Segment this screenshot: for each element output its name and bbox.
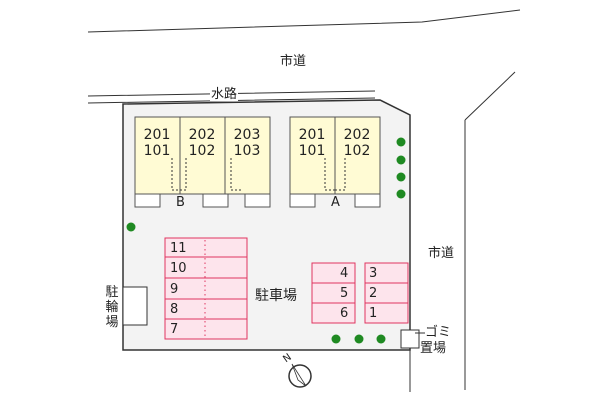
tree-icon: [376, 334, 386, 344]
building-a-unit-1: 201 101: [290, 127, 334, 159]
garbage-label-line2: 置場: [420, 341, 447, 356]
unit-upper: 201: [143, 127, 171, 143]
bicycle-label-char: 輪: [105, 300, 119, 315]
bicycle-label-char: 駐: [105, 285, 119, 300]
building-b-label: B: [176, 195, 185, 210]
parking-slot-label: 4: [340, 266, 349, 281]
unit-upper: 203: [233, 127, 261, 143]
tree-icon: [126, 222, 136, 232]
tree-icon: [354, 334, 364, 344]
bicycle-parking-label: 駐 輪 場: [104, 285, 120, 330]
road-right-edge: [464, 71, 516, 390]
parking-slot-label: 9: [170, 282, 179, 297]
building-b-unit-3: 203 103: [225, 127, 269, 159]
tree-icon: [331, 334, 341, 344]
tree-icon: [396, 137, 406, 147]
unit-upper: 201: [298, 127, 326, 143]
parking-right-block: [311, 262, 409, 324]
building-b-unit-2: 202 102: [180, 127, 224, 159]
trees: [126, 137, 406, 344]
tree-icon: [396, 155, 406, 165]
garbage-area: [400, 329, 420, 349]
unit-lower: 101: [298, 143, 326, 159]
parking-slot-label: 3: [369, 266, 378, 281]
building-b: [134, 116, 271, 208]
parking-slot-label: 10: [170, 261, 187, 276]
building-a-unit-2: 202 102: [335, 127, 379, 159]
unit-lower: 102: [343, 143, 371, 159]
parking-slot-label: 7: [170, 322, 179, 337]
parking-slot-label: 2: [369, 286, 378, 301]
unit-lower: 103: [233, 143, 261, 159]
building-a: [289, 116, 381, 208]
road-label-top: 市道: [280, 54, 307, 69]
unit-lower: 102: [188, 143, 216, 159]
parking-slot-label: 5: [340, 286, 349, 301]
parking-slot-label: 11: [170, 241, 187, 256]
tree-icon: [396, 189, 406, 199]
building-b-unit-1: 201 101: [135, 127, 179, 159]
road-label-right: 市道: [428, 246, 455, 261]
parking-label: 駐車場: [255, 288, 297, 304]
tree-icon: [396, 172, 406, 182]
north-arrow-icon: [288, 363, 312, 388]
road-top-edge: [87, 9, 521, 33]
building-a-label: A: [331, 195, 340, 210]
parking-slot-label: 1: [369, 306, 378, 321]
bicycle-label-char: 場: [105, 315, 119, 330]
unit-upper: 202: [343, 127, 371, 143]
parking-slot-label: 6: [340, 306, 349, 321]
unit-lower: 101: [143, 143, 171, 159]
parking-left-block: [164, 237, 248, 340]
unit-upper: 202: [188, 127, 216, 143]
waterway-label: 水路: [210, 87, 239, 102]
garbage-label-line1: ゴミ: [425, 325, 452, 340]
parking-slot-label: 8: [170, 302, 179, 317]
bicycle-parking-area: [122, 286, 148, 326]
